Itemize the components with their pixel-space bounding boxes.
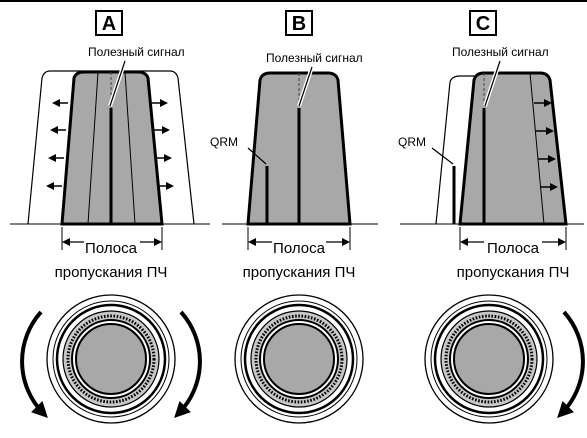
panel-a-signal-label: Полезный сигнал [88, 45, 185, 59]
panel-a-letter: A [102, 13, 116, 35]
panel-b-qrm-label: QRM [210, 135, 238, 149]
panel-c-bw-label-line2: пропускания ПЧ [457, 264, 570, 281]
panel-c-qrm-label: QRM [398, 135, 426, 149]
panel-c-rotation-arrow [562, 312, 583, 413]
panel-c-letter: C [476, 13, 490, 35]
panel-c: C Полезный сигнал QRM Полоса пропускания… [398, 11, 584, 423]
panel-b-bw-label-line2: пропускания ПЧ [243, 264, 356, 281]
panel-c-signal-label: Полезный сигнал [452, 45, 549, 59]
panel-a-bw-label-line2: пропускания ПЧ [55, 264, 168, 281]
panel-c-knob[interactable] [425, 295, 553, 423]
panel-b: B Полезный сигнал QRM Полоса пропускания… [210, 11, 378, 423]
panel-a-bw-label-line1: Полоса [85, 240, 138, 257]
panel-b-signal-label: Полезный сигнал [266, 51, 363, 65]
panel-c-bw-label-line1: Полоса [487, 240, 540, 257]
panel-a: A Полезный сигнал Полоса пропуска [10, 11, 210, 423]
panel-c-passband [460, 73, 566, 224]
panel-b-bw-label-line1: Полоса [273, 240, 326, 257]
panel-b-letter: B [292, 13, 306, 35]
panel-b-knob[interactable] [235, 295, 363, 423]
panel-a-knob[interactable] [47, 295, 175, 423]
